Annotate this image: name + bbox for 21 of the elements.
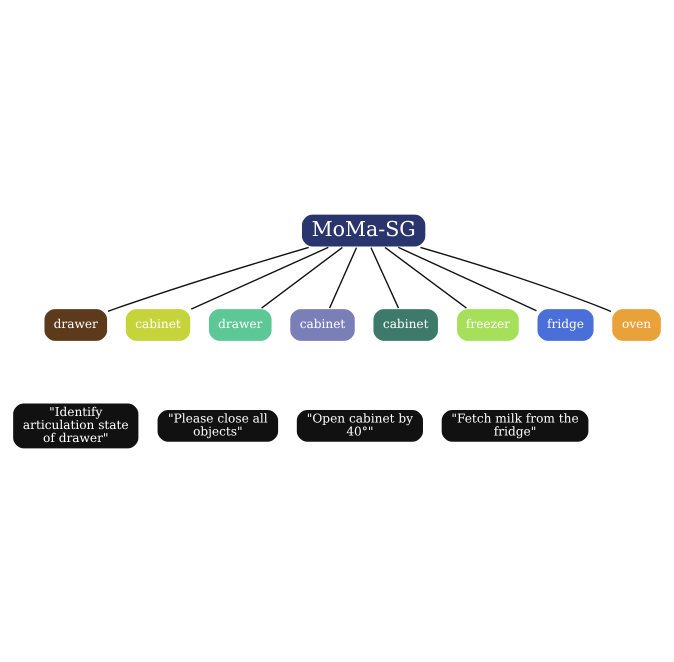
node-box: cabinet bbox=[124, 306, 192, 342]
node-box: "Identify articulation state of drawer" bbox=[11, 401, 140, 450]
connector bbox=[261, 246, 343, 308]
connector bbox=[108, 246, 309, 312]
connector bbox=[370, 246, 400, 308]
node-box: oven bbox=[610, 306, 663, 342]
node-box: "Fetch milk from the fridge" bbox=[440, 408, 590, 444]
node-box: drawer bbox=[207, 306, 274, 342]
connector bbox=[384, 246, 467, 308]
node-box: "Open cabinet by 40°" bbox=[294, 408, 425, 444]
node-box: fridge bbox=[536, 306, 596, 342]
node-box: "Please close all objects" bbox=[156, 408, 280, 444]
connector bbox=[190, 246, 329, 310]
connector bbox=[398, 246, 537, 311]
node-box: cabinet bbox=[288, 306, 357, 342]
node-box: cabinet bbox=[372, 306, 440, 342]
connector bbox=[420, 246, 612, 312]
node-box: drawer bbox=[42, 306, 109, 342]
node-box: MoMa-SG bbox=[300, 212, 428, 248]
node-box: freezer bbox=[455, 306, 521, 342]
connector bbox=[328, 246, 358, 308]
